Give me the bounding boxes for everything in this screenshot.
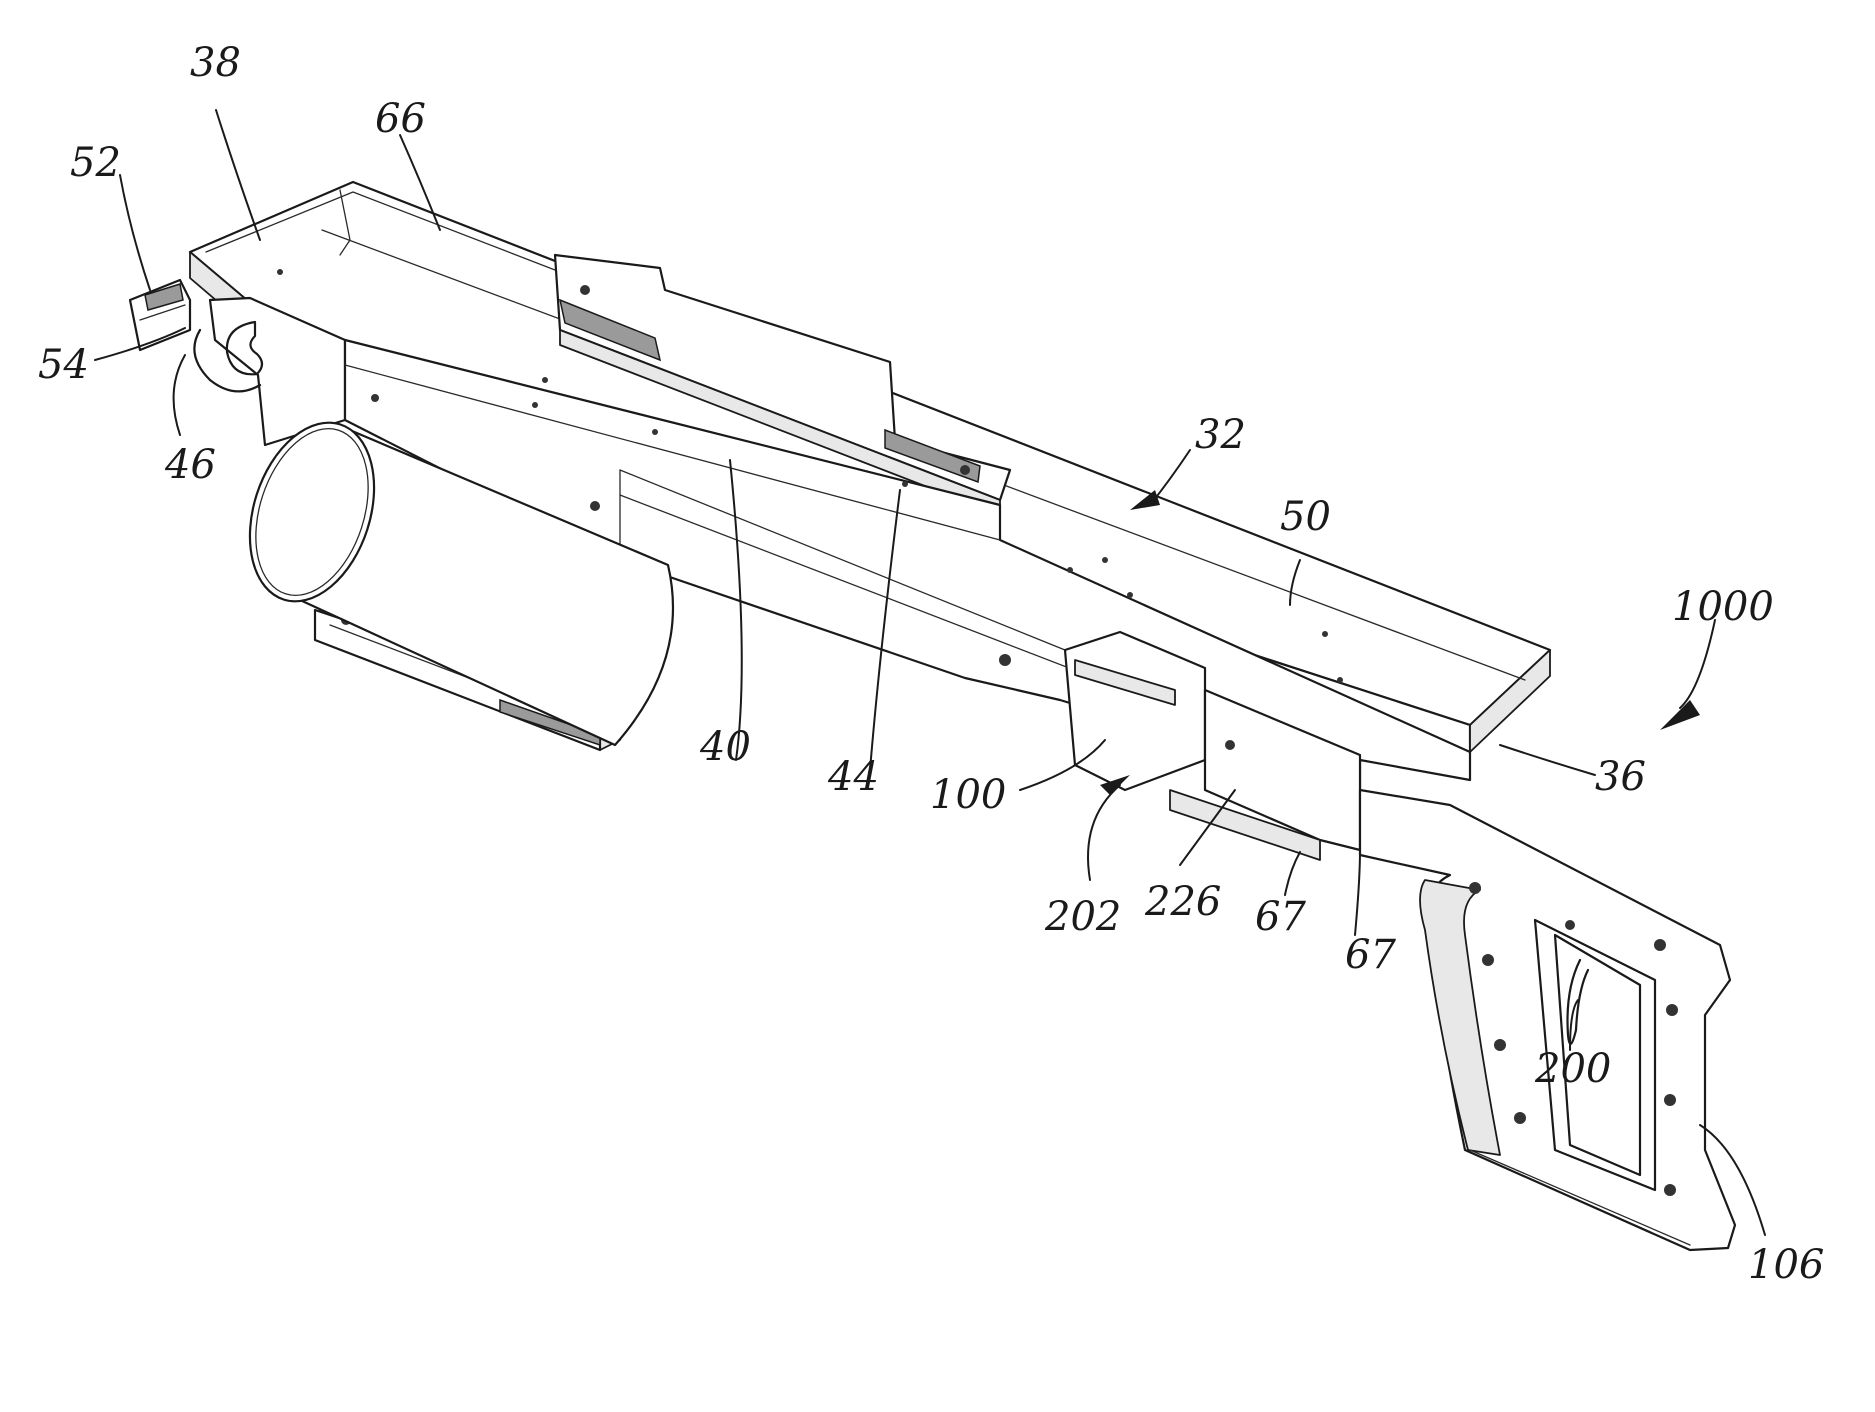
- label-36: 36: [1595, 754, 1646, 800]
- label-106: 106: [1748, 1242, 1824, 1288]
- label-100: 100: [930, 772, 1006, 818]
- label-226: 226: [1144, 879, 1221, 925]
- label-67-b: 67: [1345, 932, 1396, 978]
- label-50: 50: [1280, 494, 1331, 540]
- label-32: 32: [1195, 412, 1246, 458]
- label-54: 54: [38, 342, 89, 388]
- label-67-a: 67: [1255, 894, 1306, 940]
- label-66: 66: [375, 96, 426, 142]
- label-46: 46: [164, 442, 216, 488]
- label-44: 44: [827, 754, 879, 800]
- label-200: 200: [1534, 1046, 1611, 1092]
- label-202: 202: [1044, 894, 1121, 940]
- label-40: 40: [699, 724, 751, 770]
- label-52: 52: [70, 140, 121, 186]
- label-38: 38: [190, 40, 241, 86]
- pistol-grip: [1360, 790, 1735, 1250]
- label-1000: 1000: [1672, 584, 1774, 630]
